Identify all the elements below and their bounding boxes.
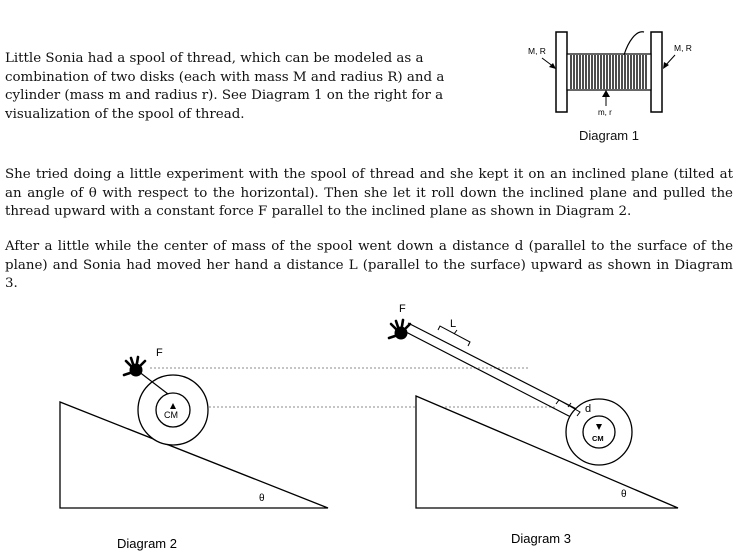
cm-label-3: CM (592, 434, 604, 443)
cm-label-2: CM (164, 410, 178, 420)
diagram-2-caption: Diagram 2 (117, 536, 177, 551)
loose-thread (623, 31, 645, 56)
distance-label-d: d (585, 403, 591, 415)
incline-3 (415, 395, 679, 509)
intro-paragraph: Little Sonia had a spool of thread, whic… (5, 51, 445, 122)
hand-icon-3 (387, 318, 412, 340)
bracket-d (555, 399, 581, 417)
label-cylinder: m, r (598, 108, 612, 117)
distance-label-l: L (450, 318, 456, 330)
label-left-disk: M, R (528, 46, 546, 56)
force-label-3: F (399, 303, 406, 315)
label-right-disk: M, R (674, 43, 692, 53)
diagram-1: M, R M, R m, r (528, 31, 692, 117)
bracket-l (437, 325, 471, 347)
experiment-paragraph: She tried doing a little experiment with… (5, 167, 733, 220)
thread-windings (570, 55, 647, 89)
left-disk (555, 31, 568, 113)
diagrams-2-3: F CM θ Diagram 2 F L d CM θ Diagram 3 (59, 303, 679, 551)
diagram-3-caption: Diagram 3 (511, 531, 571, 546)
hand-icon-2 (122, 355, 147, 377)
result-paragraph: After a little while the center of mass … (5, 239, 733, 292)
spool-inner-cylinder-3 (582, 415, 616, 449)
angle-label-3: θ (621, 489, 627, 500)
right-disk (650, 31, 663, 113)
diagram-1-caption: Diagram 1 (579, 128, 639, 143)
force-label-2: F (156, 347, 163, 359)
incline-2 (59, 401, 329, 509)
spool-inner-cylinder-2 (155, 392, 191, 428)
thread-2 (137, 370, 169, 395)
angle-label-2: θ (259, 493, 265, 504)
thread-3 (403, 330, 597, 431)
